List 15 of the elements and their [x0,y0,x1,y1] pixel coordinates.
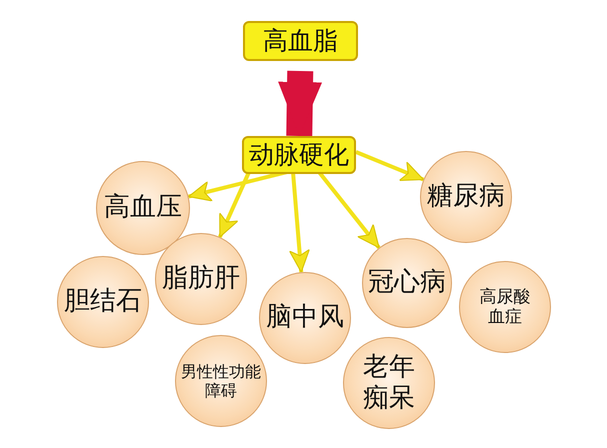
arrow [218,171,251,238]
disease-circle: 老年痴呆 [343,337,435,429]
disease-circle: 高血压 [96,161,190,255]
label-box: 动脉硬化 [242,136,356,174]
arrow [278,70,322,136]
disease-circle: 冠心病 [362,238,452,328]
arrow [288,172,310,273]
disease-circle: 脂肪肝 [155,233,247,325]
arrow [355,150,424,182]
label-box: 高血脂 [243,21,358,61]
disease-circle: 脑中风 [259,272,351,364]
disease-circle: 胆结石 [57,256,149,348]
disease-circle: 糖尿病 [420,151,512,243]
disease-circle: 高尿酸血症 [459,261,551,353]
disease-circle: 男性性功能障碍 [175,335,267,427]
